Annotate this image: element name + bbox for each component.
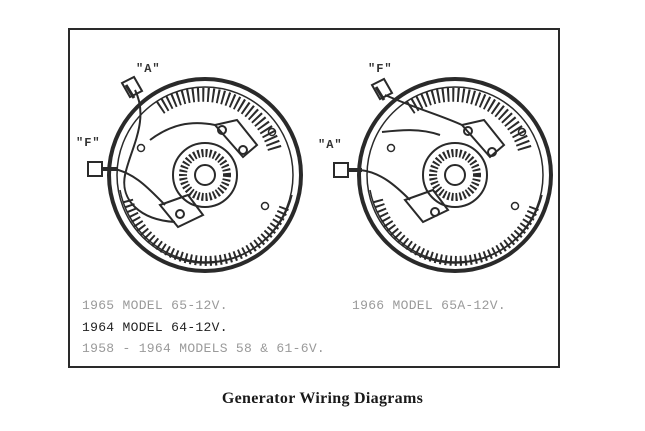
figure-caption: Generator Wiring Diagrams: [221, 390, 424, 407]
model-label-1958-1964: 1958 - 1964 MODELS 58 & 61-6V.: [82, 341, 326, 356]
model-label-1965: 1965 MODEL 65-12V.: [82, 298, 228, 313]
left-generator: [87, 75, 303, 273]
model-label-1966: 1966 MODEL 65A-12V.: [352, 298, 506, 313]
right-terminal-a-label: "A": [318, 138, 343, 152]
right-generator: [333, 77, 553, 273]
right-terminal-f-label: "F": [368, 62, 393, 76]
left-terminal-a-label: "A": [136, 62, 161, 76]
model-label-1964: 1964 MODEL 64-12V.: [82, 320, 228, 335]
left-terminal-f-label: "F": [76, 136, 101, 150]
